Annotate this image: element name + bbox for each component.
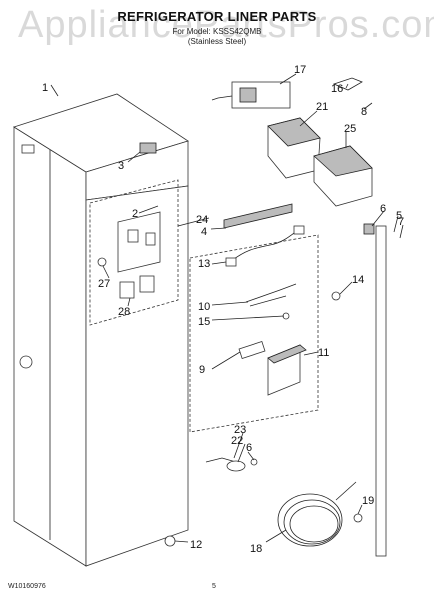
part-17-module bbox=[231, 81, 291, 109]
part-4-strip bbox=[223, 203, 293, 229]
callout-1: 1 bbox=[42, 82, 48, 94]
callout-21: 21 bbox=[316, 101, 328, 113]
part-23-wire bbox=[205, 457, 237, 463]
leader-lines bbox=[50, 73, 404, 543]
callout-9: 9 bbox=[199, 364, 205, 376]
callout-18: 18 bbox=[250, 543, 262, 555]
document-number: W10160976 bbox=[8, 583, 46, 590]
callout-13: 13 bbox=[198, 258, 210, 270]
callout-12: 12 bbox=[190, 539, 202, 551]
part-10-bracket bbox=[245, 283, 297, 307]
callout-6: 6 bbox=[380, 203, 386, 215]
callout-19: 19 bbox=[362, 495, 374, 507]
callout-7: 7 bbox=[398, 216, 404, 228]
callout-11: 11 bbox=[318, 347, 329, 359]
callout-15: 15 bbox=[198, 316, 210, 328]
part-9-lamp bbox=[238, 341, 266, 359]
callout-14: 14 bbox=[352, 274, 364, 286]
part-18-coil bbox=[277, 481, 357, 547]
callout-22: 22 bbox=[231, 435, 243, 447]
callout-4: 4 bbox=[201, 226, 207, 238]
part-16-clip bbox=[332, 77, 363, 91]
callout-8: 8 bbox=[361, 106, 367, 118]
group-box-harness bbox=[189, 234, 319, 433]
callout-2: 2 bbox=[132, 208, 138, 220]
model-number: For Model: KSSS42QMB bbox=[172, 27, 262, 36]
part-19-screw bbox=[353, 513, 363, 523]
callout-3: 3 bbox=[118, 160, 124, 172]
callout-28: 28 bbox=[118, 306, 130, 318]
model-variant: (Stainless Steel) bbox=[187, 37, 247, 46]
group-box-24 bbox=[89, 179, 179, 326]
callout-24: 24 bbox=[196, 214, 208, 226]
callout-5: 5 bbox=[396, 210, 402, 222]
callout-25: 25 bbox=[344, 123, 356, 135]
part-12-screw bbox=[164, 535, 176, 547]
liner-cabinet-part bbox=[13, 93, 189, 567]
callout-16: 16 bbox=[331, 83, 343, 95]
callout-27: 27 bbox=[98, 278, 110, 290]
part-13-harness bbox=[229, 229, 299, 263]
part-6-track bbox=[375, 225, 387, 557]
callout-labels: 1 2 3 4 5 6 7 8 9 10 11 12 13 14 15 16 1… bbox=[42, 64, 404, 555]
diagram-title: REFRIGERATOR LINER PARTS bbox=[117, 9, 317, 24]
part-2-27-28-panel bbox=[97, 211, 161, 299]
part-14-screw bbox=[331, 291, 341, 301]
part-22-sensor bbox=[226, 460, 246, 472]
page-number: 5 bbox=[212, 583, 216, 590]
callout-17: 17 bbox=[294, 64, 306, 76]
callout-10: 10 bbox=[198, 301, 210, 313]
callout-6-sensor: 6 bbox=[246, 442, 252, 454]
callout-23: 23 bbox=[234, 424, 246, 436]
